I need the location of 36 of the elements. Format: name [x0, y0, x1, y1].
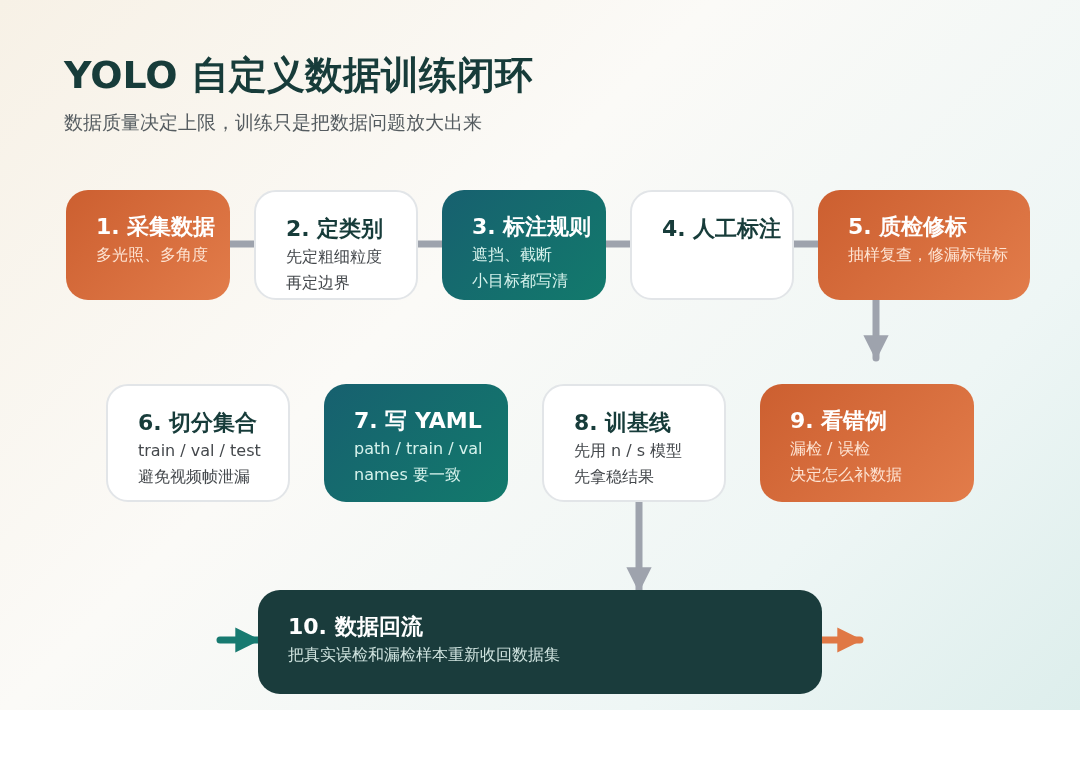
step-card: [760, 384, 974, 502]
step-description: names 要一致: [354, 464, 462, 486]
step-card: [106, 384, 290, 502]
step-title: 2. 定类别: [286, 215, 385, 243]
step-card: [630, 190, 794, 300]
step-card: [818, 190, 1030, 300]
step-title: 5. 质检修标: [848, 213, 969, 241]
step-description: path / train / val: [354, 438, 484, 460]
title: YOLO 自定义数据训练闭环: [64, 52, 533, 99]
subtitle: 数据质量决定上限，训练只是把数据问题放大出来: [64, 110, 482, 135]
step-description: 先拿稳结果: [574, 466, 655, 488]
step-description: 遮挡、截断: [472, 244, 553, 266]
step-description: 把真实误检和漏检样本重新收回数据集: [288, 644, 561, 666]
step-description: 抽样复查，修漏标错标: [848, 244, 1009, 266]
step-description: 多光照、多角度: [96, 244, 209, 266]
step-title: 6. 切分集合: [138, 409, 259, 437]
step-description: 决定怎么补数据: [790, 464, 903, 486]
step-title: 9. 看错例: [790, 407, 889, 435]
step-description: 再定边界: [286, 272, 351, 294]
step-title: 8. 训基线: [574, 409, 673, 437]
step-description: 避免视频帧泄漏: [138, 466, 251, 488]
step-description: train / val / test: [138, 440, 262, 462]
step-description: 小目标都写清: [472, 270, 569, 292]
step-description: 先定粗细粒度: [286, 246, 383, 268]
step-title: 1. 采集数据: [96, 213, 216, 241]
step-card: [442, 190, 606, 300]
step-description: 先用 n / s 模型: [574, 440, 684, 462]
step-card: [542, 384, 726, 502]
step-title: 7. 写 YAML: [354, 407, 483, 435]
step-card: [66, 190, 230, 300]
step-title: 10. 数据回流: [288, 613, 424, 641]
step-card: [254, 190, 418, 300]
step-card: [258, 590, 822, 694]
step-card: [324, 384, 508, 502]
step-title: 3. 标注规则: [472, 213, 592, 241]
step-description: 漏检 / 误检: [790, 438, 871, 460]
